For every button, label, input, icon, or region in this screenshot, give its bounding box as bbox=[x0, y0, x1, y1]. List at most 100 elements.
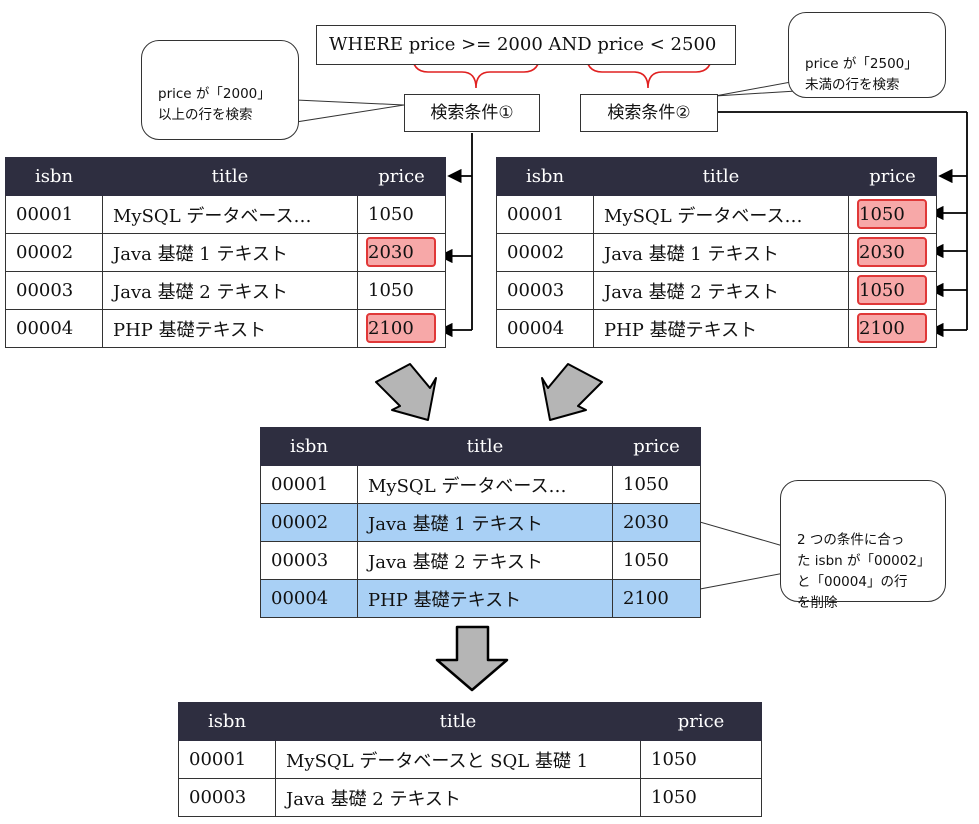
title-cell: Java 基礎 2 テキスト bbox=[275, 778, 641, 817]
brace-left bbox=[411, 52, 541, 89]
title-cell: MySQL データベース… bbox=[593, 195, 849, 234]
table-row: 00003 Java 基礎 2 テキスト 1050 bbox=[260, 541, 701, 580]
col-header-price: price bbox=[640, 702, 762, 741]
condition-2-label: 検索条件② bbox=[607, 103, 691, 123]
title-cell: MySQL データベース… bbox=[357, 465, 613, 504]
price-cell-marked: 2100 bbox=[357, 309, 446, 348]
price-cell-marked: 1050 bbox=[848, 271, 937, 310]
brace-right bbox=[585, 52, 713, 89]
price-cell: 1050 bbox=[640, 778, 762, 817]
price-cell: 1050 bbox=[612, 541, 701, 580]
match-marker bbox=[366, 237, 436, 267]
price-cell-marked: 2030 bbox=[848, 233, 937, 272]
title-cell: Java 基礎 2 テキスト bbox=[357, 541, 613, 580]
condition-1-box: 検索条件① bbox=[404, 94, 540, 132]
price-cell-marked: 2100 bbox=[848, 309, 937, 348]
callout-1: price が「2000」 以上の行を検索 bbox=[141, 40, 299, 140]
table-row: 00001 MySQL データベース… 1050 bbox=[260, 465, 701, 504]
col-header-price: price bbox=[612, 427, 701, 466]
table-header-row: isbn title price bbox=[5, 157, 446, 196]
condition-1-label: 検索条件① bbox=[430, 103, 514, 123]
isbn-cell: 00003 bbox=[5, 271, 103, 310]
title-cell: PHP 基礎テキスト bbox=[593, 309, 849, 348]
col-header-isbn: isbn bbox=[5, 157, 103, 196]
isbn-cell: 00003 bbox=[260, 541, 358, 580]
table-matched: isbn title price 00001 MySQL データベース… 105… bbox=[260, 427, 701, 618]
price-cell: 1050 bbox=[357, 271, 446, 310]
sql-text: WHERE price >= 2000 AND price < 2500 bbox=[329, 34, 717, 55]
price-cell: 2030 bbox=[612, 503, 701, 542]
match-marker bbox=[857, 237, 927, 267]
isbn-cell: 00001 bbox=[178, 740, 276, 779]
isbn-cell: 00004 bbox=[496, 309, 594, 348]
match-marker bbox=[857, 313, 927, 343]
table-row: 00001 MySQL データベース… 1050 bbox=[5, 195, 446, 234]
table-row: 00002 Java 基礎 1 テキスト 2030 bbox=[5, 233, 446, 272]
match-marker bbox=[857, 199, 927, 229]
table-row: 00001 MySQL データベース… 1050 bbox=[496, 195, 937, 234]
title-cell: Java 基礎 2 テキスト bbox=[593, 271, 849, 310]
table-row: 00004 PHP 基礎テキスト 2100 bbox=[496, 309, 937, 348]
col-header-title: title bbox=[275, 702, 641, 741]
col-header-title: title bbox=[593, 157, 849, 196]
price-cell: 1050 bbox=[612, 465, 701, 504]
table-result: isbn title price 00001 MySQL データベースと SQL… bbox=[178, 702, 762, 817]
isbn-cell: 00004 bbox=[260, 579, 358, 618]
isbn-cell: 00001 bbox=[496, 195, 594, 234]
title-cell: Java 基礎 2 テキスト bbox=[102, 271, 358, 310]
table-row: 00002 Java 基礎 1 テキスト 2030 bbox=[496, 233, 937, 272]
title-cell: Java 基礎 1 テキスト bbox=[357, 503, 613, 542]
table-header-row: isbn title price bbox=[496, 157, 937, 196]
price-cell: 1050 bbox=[640, 740, 762, 779]
price-cell: 2100 bbox=[612, 579, 701, 618]
isbn-cell: 00002 bbox=[496, 233, 594, 272]
match-marker bbox=[857, 275, 927, 305]
table-row: 00003 Java 基礎 2 テキスト 1050 bbox=[178, 778, 762, 817]
price-value: 2100 bbox=[368, 318, 414, 339]
table-row: 00003 Java 基礎 2 テキスト 1050 bbox=[5, 271, 446, 310]
callout-2-text: price が「2500」 未満の行を検索 bbox=[805, 56, 918, 93]
table-row-highlighted: 00004 PHP 基礎テキスト 2100 bbox=[260, 579, 701, 618]
table-condition-2: isbn title price 00001 MySQL データベース… 105… bbox=[496, 157, 937, 348]
table-header-row: isbn title price bbox=[178, 702, 762, 741]
callout-3-text: 2 つの条件に合っ た isbn が「00002」 と「00004」の行 を削除 bbox=[797, 532, 931, 611]
price-value: 2100 bbox=[859, 318, 905, 339]
table-row: 00003 Java 基礎 2 テキスト 1050 bbox=[496, 271, 937, 310]
col-header-title: title bbox=[357, 427, 613, 466]
isbn-cell: 00001 bbox=[5, 195, 103, 234]
callout-1-text: price が「2000」 以上の行を検索 bbox=[158, 86, 271, 123]
title-cell: Java 基礎 1 テキスト bbox=[593, 233, 849, 272]
isbn-cell: 00003 bbox=[178, 778, 276, 817]
table-row-highlighted: 00002 Java 基礎 1 テキスト 2030 bbox=[260, 503, 701, 542]
isbn-cell: 00002 bbox=[260, 503, 358, 542]
down-arrow bbox=[435, 625, 509, 692]
isbn-cell: 00001 bbox=[260, 465, 358, 504]
table-header-row: isbn title price bbox=[260, 427, 701, 466]
isbn-cell: 00003 bbox=[496, 271, 594, 310]
price-value: 2030 bbox=[859, 242, 905, 263]
table-condition-1: isbn title price 00001 MySQL データベース… 105… bbox=[5, 157, 446, 348]
title-cell: MySQL データベースと SQL 基礎 1 bbox=[275, 740, 641, 779]
condition-2-box: 検索条件② bbox=[580, 94, 718, 132]
sql-where-box: WHERE price >= 2000 AND price < 2500 bbox=[316, 25, 736, 65]
callout-3-pointer bbox=[699, 521, 791, 590]
isbn-cell: 00004 bbox=[5, 309, 103, 348]
col-header-isbn: isbn bbox=[260, 427, 358, 466]
price-cell-marked: 1050 bbox=[848, 195, 937, 234]
isbn-cell: 00002 bbox=[5, 233, 103, 272]
price-value: 1050 bbox=[859, 204, 905, 225]
col-header-title: title bbox=[102, 157, 358, 196]
callout-1-pointer bbox=[295, 99, 405, 123]
merge-arrow-right bbox=[541, 363, 603, 421]
table-row: 00004 PHP 基礎テキスト 2100 bbox=[5, 309, 446, 348]
col-header-isbn: isbn bbox=[496, 157, 594, 196]
callout-3: 2 つの条件に合っ た isbn が「00002」 と「00004」の行 を削除 bbox=[780, 480, 946, 611]
price-cell: 1050 bbox=[357, 195, 446, 234]
price-value: 1050 bbox=[859, 280, 905, 301]
col-header-price: price bbox=[357, 157, 446, 196]
price-value: 2030 bbox=[368, 242, 414, 263]
callout-2: price が「2500」 未満の行を検索 bbox=[788, 12, 946, 98]
col-header-price: price bbox=[848, 157, 937, 196]
